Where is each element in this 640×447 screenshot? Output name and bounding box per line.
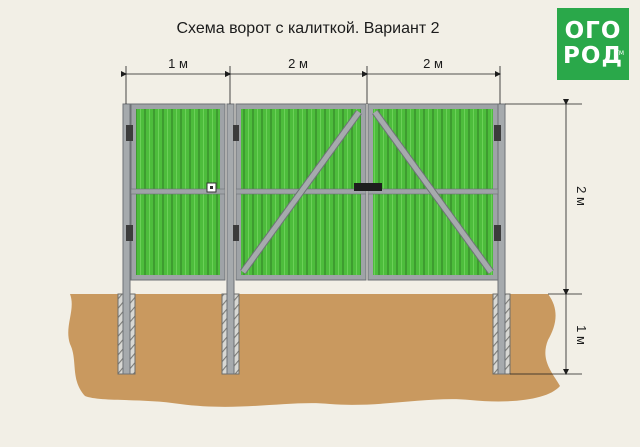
gate-latch-icon (354, 183, 382, 191)
dimension-label-wicket-width: 1 м (168, 56, 188, 71)
diagram-title: Схема ворот с калиткой. Вариант 2 (176, 20, 440, 37)
post-middle (226, 103, 235, 375)
logo-trademark: TM (615, 50, 624, 57)
ogorod-logo: ОГО РОД TM (557, 8, 629, 80)
dimension-label-depth: 1 м (574, 325, 589, 345)
logo-text-line1: ОГО (564, 18, 622, 44)
dimension-lines (121, 66, 582, 375)
dimension-label-leaf1-width: 2 м (288, 56, 308, 71)
hinge-icons (126, 125, 501, 241)
logo-text-line2: РОД (563, 43, 623, 69)
dimension-label-leaf2-width: 2 м (423, 56, 443, 71)
gate-leaf-left (235, 103, 367, 281)
gate-leaf-right (367, 103, 499, 281)
soil-ground (68, 294, 561, 407)
dimension-label-height: 2 м (574, 186, 589, 206)
